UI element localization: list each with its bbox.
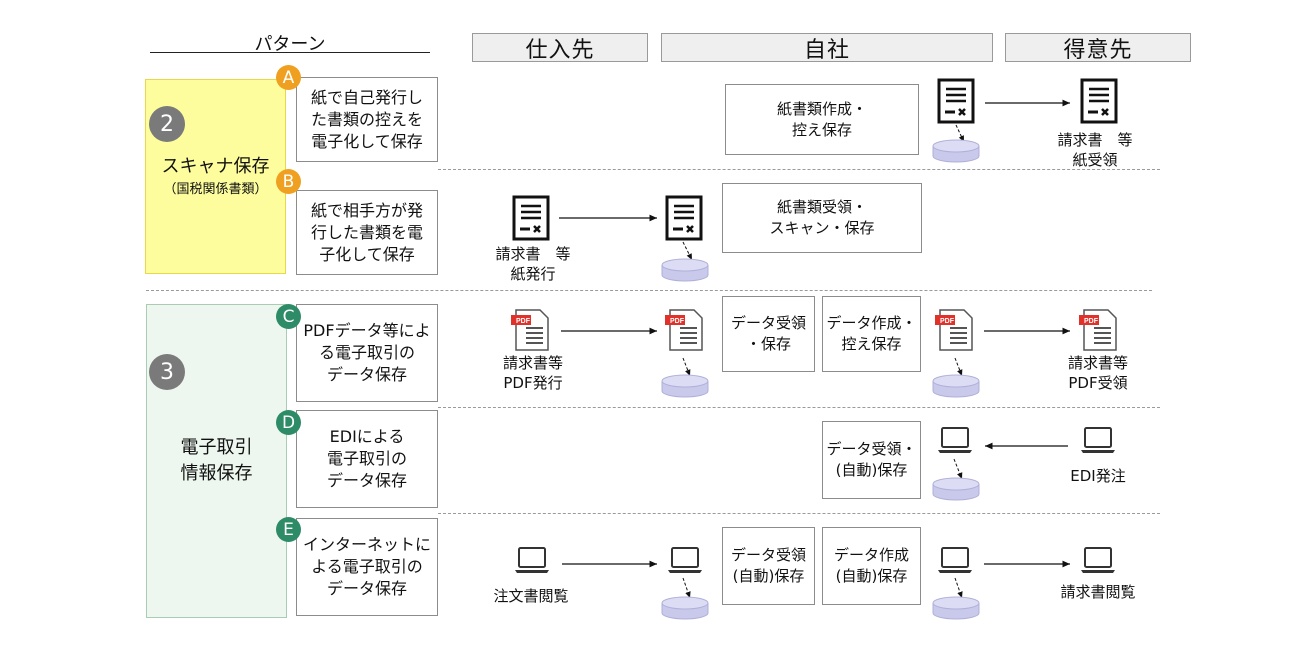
database-icon: [932, 596, 980, 620]
laptop-icon: [667, 547, 703, 574]
row-divider: [438, 513, 1160, 514]
section-divider: [146, 290, 1152, 291]
laptop-icon: [1080, 427, 1116, 454]
pattern-a-box: 紙で自己発行し た書類の控えを 電子化して保存: [296, 77, 438, 162]
database-icon: [932, 139, 980, 163]
database-icon: [932, 477, 980, 501]
label-a-customer: 請求書 等 紙受領: [1057, 131, 1133, 169]
dashed-arrow: [954, 357, 963, 377]
own-company-header: 自社: [661, 33, 993, 63]
category-number-badge: 3: [149, 354, 185, 390]
label-c-customer: 請求書等 PDF受領: [1067, 354, 1128, 392]
pdf-tag: PDF: [1084, 318, 1099, 325]
doc-icon: [937, 78, 975, 124]
dashed-arrow: [682, 577, 691, 599]
dashed-arrow: [955, 124, 965, 143]
scan-category-title: スキャナ保存: [161, 156, 270, 177]
category-number-badge: 2: [149, 106, 185, 142]
pattern-b-box: 紙で相手方が発 行した書類を電 子化して保存: [296, 190, 438, 275]
process-a-own: 紙書類作成・ 控え保存: [725, 84, 919, 155]
edi-category-title: 電子取引 情報保存: [180, 437, 253, 484]
laptop-icon: [1080, 547, 1116, 574]
label-e-supplier: 注文書閲覧: [493, 587, 569, 605]
pattern-d-badge: D: [276, 410, 301, 435]
laptop-icon: [937, 427, 973, 454]
process-e-receive: データ受領 (自動)保存: [722, 527, 815, 605]
dashed-arrow: [682, 357, 691, 377]
database-icon: [661, 258, 709, 282]
pattern-c-badge: C: [276, 304, 301, 329]
dashed-arrow: [954, 577, 963, 599]
process-b-own: 紙書類受領・ スキャン・保存: [722, 183, 922, 253]
pattern-header-underline: [150, 52, 430, 53]
process-e-create: データ作成 (自動)保存: [822, 527, 921, 605]
process-d-receive: データ受領・ (自動)保存: [822, 421, 921, 499]
pattern-a-badge: A: [276, 65, 301, 90]
dashed-arrow: [953, 458, 963, 480]
row-divider: [438, 407, 1160, 408]
process-c-create: データ作成・ 控え保存: [822, 296, 921, 372]
pdf-icon: [934, 309, 973, 351]
pattern-c-box: PDFデータ等によ る電子取引の データ保存: [296, 304, 438, 402]
dashed-arrow: [682, 241, 693, 261]
pdf-icon: [510, 309, 549, 351]
laptop-icon: [514, 547, 550, 574]
pattern-e-box: インターネットに よる電子取引の データ保存: [296, 518, 438, 616]
pattern-d-box: EDIによる 電子取引の データ保存: [296, 410, 438, 508]
label-d-customer: EDI発注: [1070, 467, 1126, 485]
pattern-b-badge: B: [276, 169, 301, 194]
supplier-header: 仕入先: [472, 33, 648, 63]
database-icon: [932, 374, 980, 398]
database-icon: [661, 374, 709, 398]
scan-category-subtitle: （国税関係書類）: [163, 182, 268, 197]
row-divider: [438, 169, 1160, 170]
pdf-tag: PDF: [940, 318, 955, 325]
pdf-tag: PDF: [516, 318, 531, 325]
pdf-icon: [664, 309, 703, 351]
doc-icon: [665, 195, 703, 241]
doc-icon: [1080, 78, 1118, 124]
label-c-supplier: 請求書等 PDF発行: [502, 354, 563, 392]
pdf-tag: PDF: [670, 318, 685, 325]
label-e-customer: 請求書閲覧: [1060, 583, 1136, 601]
pattern-header: パターン: [254, 34, 326, 55]
label-b-supplier: 請求書 等 紙発行: [495, 245, 571, 283]
pdf-icon: [1078, 309, 1117, 351]
process-c-receive: データ受領 ・保存: [722, 296, 815, 372]
database-icon: [661, 596, 709, 620]
laptop-icon: [937, 547, 973, 574]
pattern-e-badge: E: [276, 517, 301, 542]
doc-icon: [512, 195, 550, 241]
customer-header: 得意先: [1005, 33, 1191, 63]
